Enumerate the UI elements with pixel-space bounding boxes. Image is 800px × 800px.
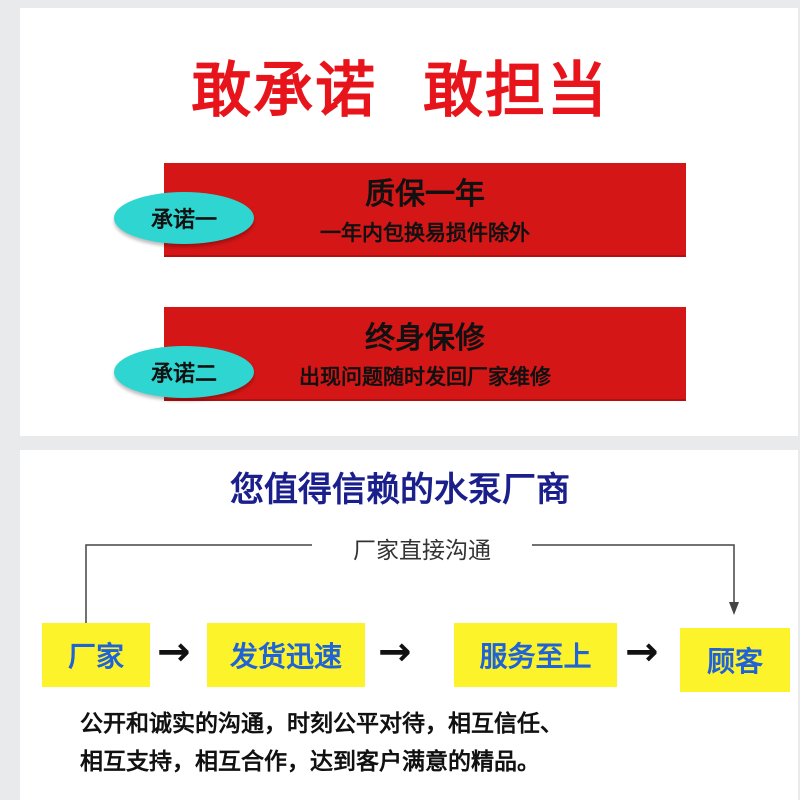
headline: 敢承诺 敢担当: [191, 56, 609, 126]
step-service-first: 服务至上: [454, 623, 617, 687]
promise-title: 终身保修: [365, 321, 485, 356]
promise-detail: 出现问题随时发回厂家维修: [299, 365, 551, 389]
step-customer: 顾客: [680, 628, 790, 692]
promise-detail: 一年内包换易损件除外: [320, 221, 530, 245]
subtitle: 您值得信赖的水泵厂商: [230, 470, 570, 510]
promise-title: 质保一年: [365, 177, 485, 212]
description: 公开和诚实的沟通，时刻公平对待，相互信任、 相互支持，相互合作，达到客户满意的精…: [80, 705, 760, 781]
down-arrow-icon: [729, 602, 739, 615]
promise-card-2: 终身保修 出现问题随时发回厂家维修: [164, 307, 686, 401]
promise-badge-1: 承诺一: [114, 192, 254, 244]
flow-caption: 厂家直接沟通: [312, 531, 532, 565]
promise-badge-2: 承诺二: [114, 346, 254, 398]
right-arrow-icon: →: [625, 629, 659, 675]
step-fast-shipping: 发货迅速: [207, 623, 365, 687]
step-manufacturer: 厂家: [42, 623, 150, 687]
right-arrow-icon: →: [378, 629, 412, 675]
description-line: 相互支持，相互合作，达到客户满意的精品。: [80, 749, 540, 775]
right-arrow-icon: →: [157, 629, 191, 675]
description-line: 公开和诚实的沟通，时刻公平对待，相互信任、: [80, 711, 563, 737]
